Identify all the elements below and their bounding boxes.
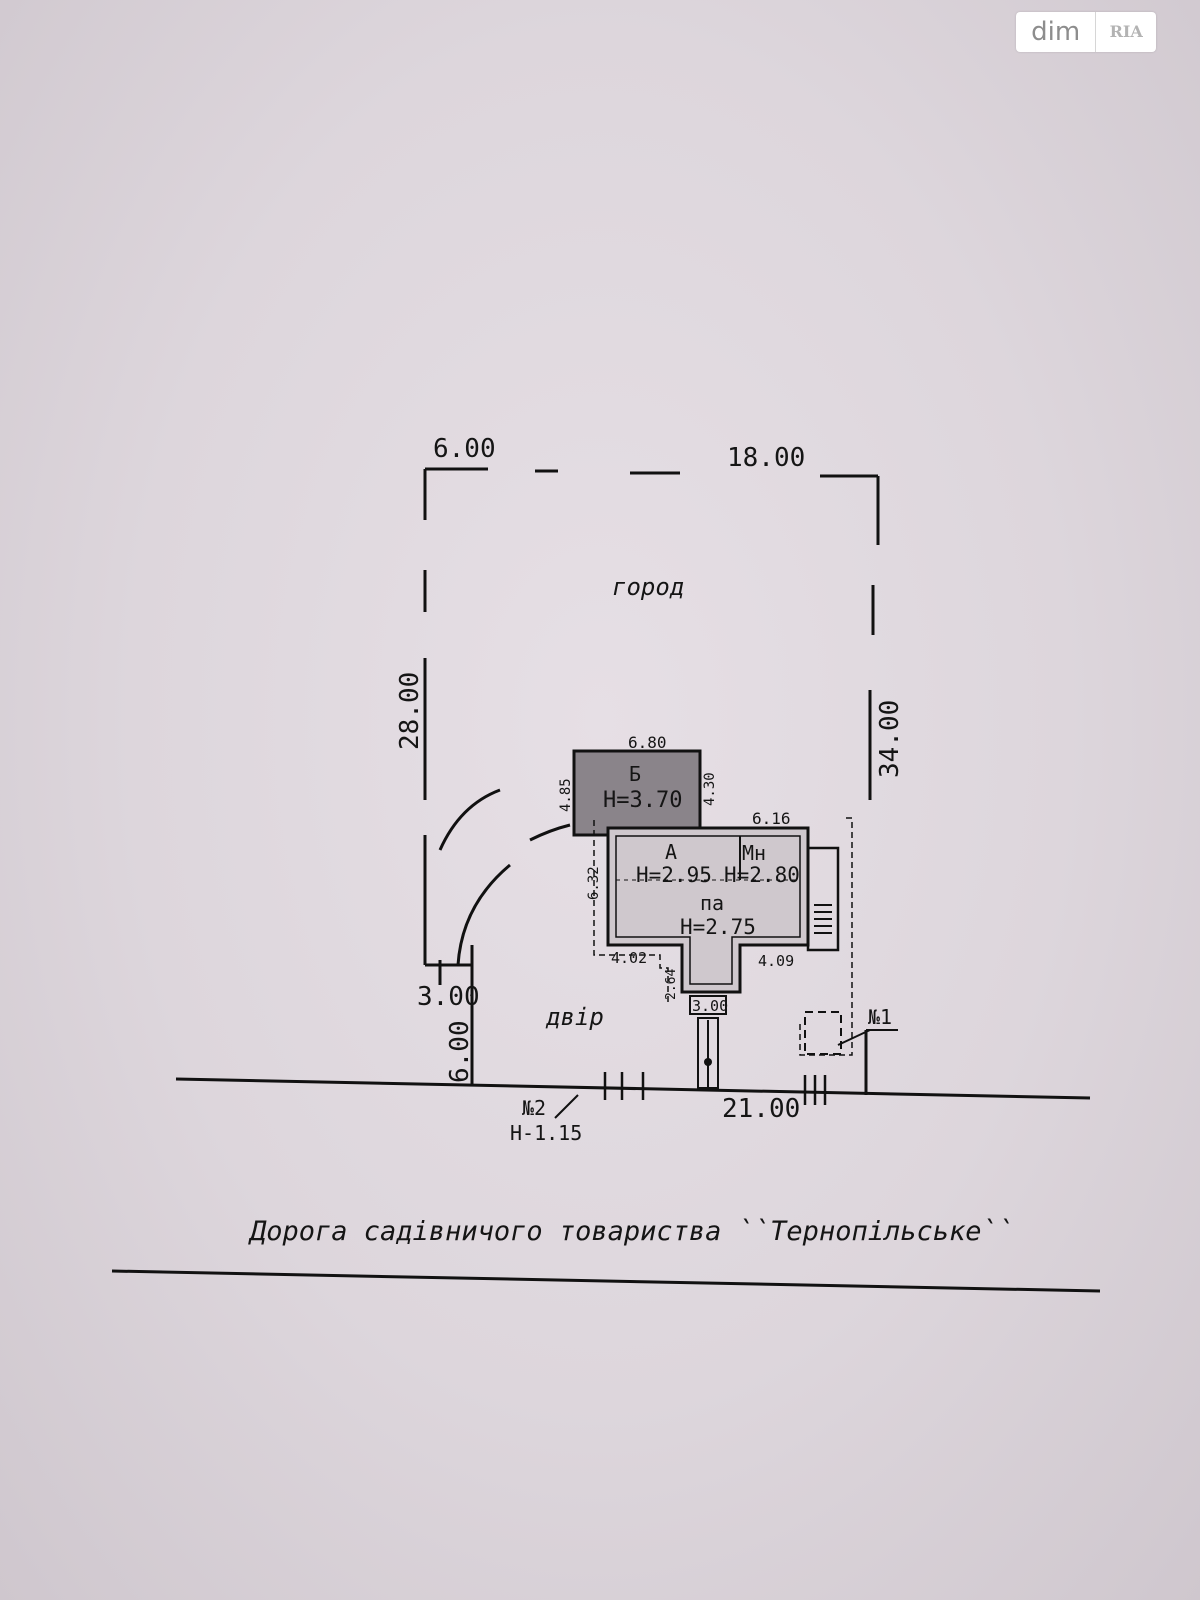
porch-dim: 2.64 xyxy=(664,969,679,1000)
building-b-right-dim: 4.30 xyxy=(702,772,718,806)
building-b-width-dim: 6.80 xyxy=(628,733,667,752)
road-underline xyxy=(111,1269,1101,1293)
dim-right: 34.00 xyxy=(875,700,905,778)
dim-front: 21.00 xyxy=(722,1094,800,1124)
room-mn-height: H=2.80 xyxy=(724,863,800,887)
room-a-height: H=2.95 xyxy=(636,863,712,887)
dim-top-right: 18.00 xyxy=(727,443,805,473)
room-pa-letter: па xyxy=(700,891,724,915)
dim-bottom-left-b: 6.00 xyxy=(445,1020,475,1083)
building-b xyxy=(572,749,702,837)
porch-width-dim: 3.00 xyxy=(692,997,728,1015)
marker-2-leader xyxy=(554,1094,579,1119)
watermark-brand: dim xyxy=(1016,12,1097,52)
house-top-dim: 6.16 xyxy=(752,809,791,828)
house-left-dim: 6.32 xyxy=(586,866,602,900)
dim-top-left: 6.00 xyxy=(433,434,496,464)
road-caption: Дорога садівничого товариства ``Тернопіл… xyxy=(248,1216,1014,1247)
house-bottom-left-dim: 4.02 xyxy=(611,949,647,967)
garden-label: город xyxy=(612,573,684,601)
house-outline xyxy=(593,817,853,1089)
dim-bottom-left-a: 3.00 xyxy=(417,982,480,1012)
room-pa-height: H=2.75 xyxy=(680,915,756,939)
house-bottom-right-dim: 4.09 xyxy=(758,952,794,970)
dim-left: 28.00 xyxy=(395,672,425,750)
marker-2-label: №2 xyxy=(522,1096,546,1120)
marker-2-height: H-1.15 xyxy=(510,1121,582,1145)
plot-front-line xyxy=(175,1077,1091,1100)
building-b-left-dim: 4.85 xyxy=(558,778,574,812)
yard-label: двір xyxy=(545,1003,604,1031)
building-b-height: H=3.70 xyxy=(603,788,682,813)
dim-ria-watermark: dim RIA xyxy=(1016,12,1156,52)
plot-boundary xyxy=(423,467,880,1095)
building-b-letter: Б xyxy=(629,762,641,786)
room-mn-letter: Мн xyxy=(742,841,766,865)
marker-1-symbol xyxy=(804,1011,898,1055)
front-ticks xyxy=(603,1072,827,1105)
watermark-logo: RIA xyxy=(1109,22,1143,41)
room-a-letter: А xyxy=(665,840,677,864)
marker-1-label: №1 xyxy=(868,1005,892,1029)
